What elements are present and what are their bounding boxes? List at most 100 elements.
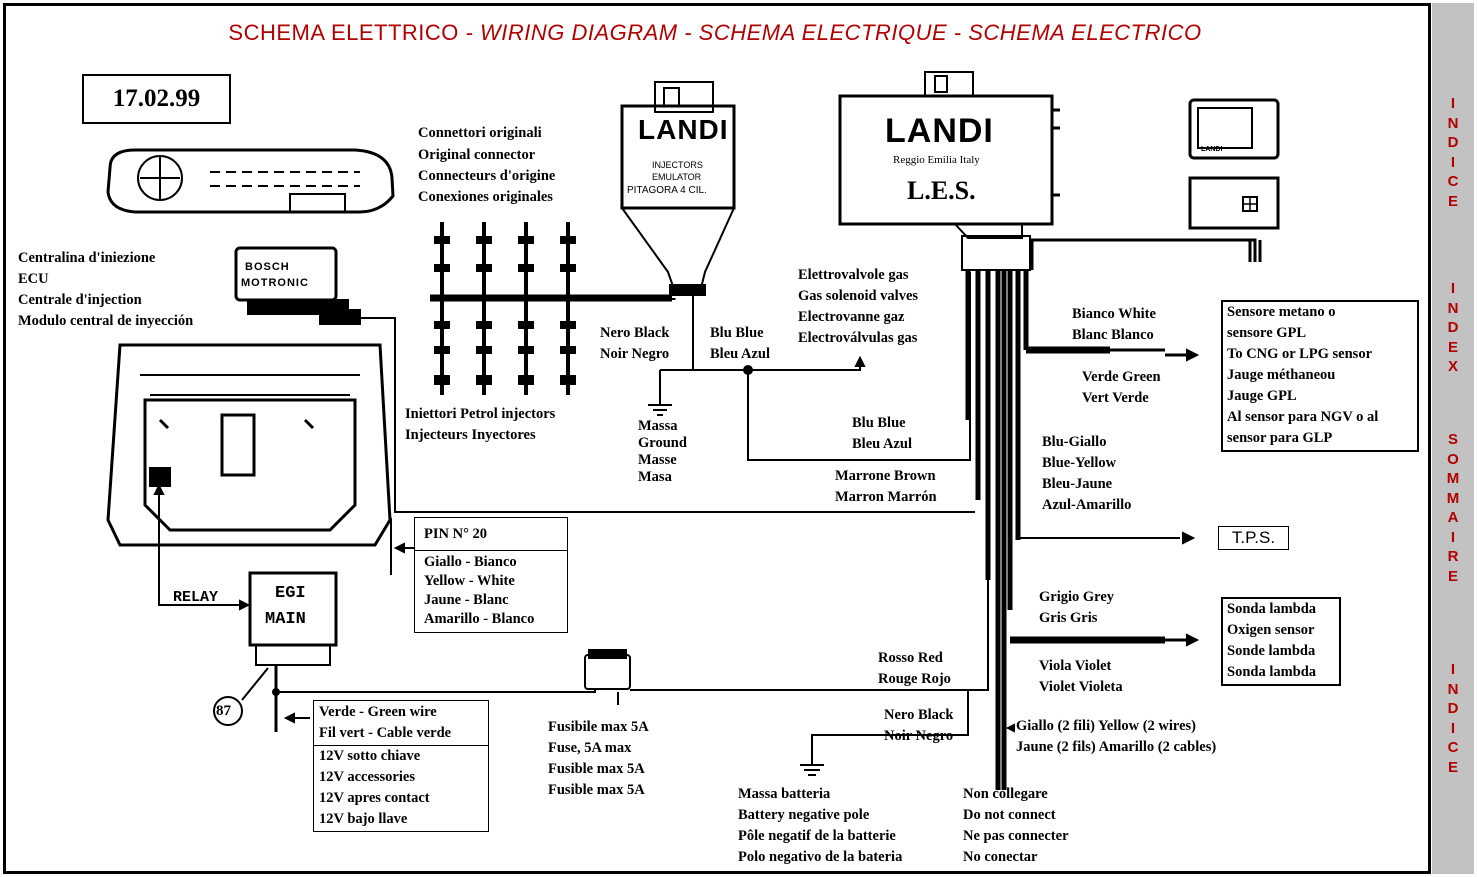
green-line-1: Verde - Green wire (319, 704, 437, 720)
massa-line-1: Massa (638, 418, 678, 434)
green-line-6: 12V bajo llave (319, 811, 408, 827)
bosch-ecu-box (234, 246, 338, 302)
battery-line-4: Polo negativo de la bateria (738, 849, 903, 865)
egi-label: EGI (275, 584, 306, 603)
fuse-line-4: Fusible max 5A (548, 782, 645, 798)
wire-grigio-line-1: Grigio Grey (1039, 589, 1115, 605)
solenoid-line-3: Electrovanne gaz (798, 309, 905, 325)
noconnect-line-2: Do not connect (963, 807, 1056, 823)
battery-line-2: Battery negative pole (738, 807, 870, 823)
pin-87-label: 87 (216, 703, 231, 719)
wire-blu-top-line-1: Blu Blue (710, 325, 764, 341)
wire-grigio-line-2: Gris Gris (1039, 610, 1098, 626)
wire-blu-giallo-line-1: Blu-Giallo (1042, 434, 1107, 450)
injectors-line-1: Iniettori Petrol injectors (405, 406, 556, 422)
wire-blu-top-line-2: Bleu Azul (710, 346, 771, 362)
pin-header: PIN N° 20 (424, 526, 487, 542)
wire-nero-low-line-2: Noir Negro (884, 728, 954, 744)
wire-verde-line-2: Vert Verde (1082, 390, 1149, 406)
wire-marrone-line-2: Marron Marrón (835, 489, 937, 505)
wire-verde-line-1: Verde Green (1082, 369, 1161, 385)
emulator-brand: LANDI (638, 114, 729, 145)
wire-bianco-line-2: Blanc Blanco (1072, 327, 1154, 343)
green-line-2: Fil vert - Cable verde (319, 725, 452, 741)
wire-blu-mid-line-1: Blu Blue (852, 415, 906, 431)
page-title: SCHEMA ELETTRICO - WIRING DIAGRAM - SCHE… (0, 20, 1430, 46)
lambda-line-2: Oxigen sensor (1227, 622, 1315, 638)
wire-nero-line-1: Nero Black (600, 325, 670, 341)
sensor-line-1: Sensore metano o (1227, 304, 1336, 320)
sensor-line-2: sensore GPL (1227, 325, 1307, 341)
sensor-line-3: To CNG or LPG sensor (1227, 346, 1373, 362)
pin-divider (415, 550, 567, 551)
massa-line-3: Masse (638, 452, 677, 468)
pin-box: PIN N° 20 Giallo - Bianco Yellow - White… (414, 517, 568, 633)
green-wire-box: Verde - Green wire Fil vert - Cable verd… (313, 700, 489, 832)
wire-viola-line-1: Viola Violet (1039, 658, 1112, 674)
display-brand: LANDI (1201, 146, 1223, 153)
date-box: 17.02.99 (82, 74, 231, 124)
title-main: SCHEMA ELETTRICO (228, 20, 459, 45)
wire-nero-line-2: Noir Negro (600, 346, 670, 362)
lambda-box: Sonda lambda Oxigen sensor Sonde lambda … (1221, 597, 1341, 686)
lambda-line-1: Sonda lambda (1227, 601, 1317, 617)
relay-module-car (149, 467, 171, 487)
fuse-holder (584, 654, 631, 690)
wire-blu-mid-line-2: Bleu Azul (852, 436, 913, 452)
battery-line-3: Pôle negatif de la batterie (738, 828, 896, 844)
switch-box (1188, 176, 1280, 230)
emulator-line-2: EMULATOR (652, 172, 702, 182)
sensor-line-7: sensor para GLP (1227, 430, 1333, 446)
green-line-5: 12V apres contact (319, 790, 430, 806)
emulator-line-1: INJECTORS (652, 160, 703, 170)
les-city: Reggio Emilia Italy (893, 154, 980, 166)
wire-giallo2-line-1: Giallo (2 fili) Yellow (2 wires) (1016, 718, 1197, 734)
solenoid-line-2: Gas solenoid valves (798, 288, 919, 304)
sensor-line-4: Jauge méthaneou (1227, 367, 1336, 383)
title-sub: - WIRING DIAGRAM - SCHEMA ELECTRIQUE - S… (465, 20, 1202, 45)
ecu-line-1: Centralina d'iniezione (18, 250, 156, 266)
green-line-4: 12V accessories (319, 769, 415, 785)
battery-line-1: Massa batteria (738, 786, 831, 802)
solenoid-line-4: Electroválvulas gas (798, 330, 918, 346)
green-divider (314, 745, 488, 746)
bosch-label: BOSCH (245, 261, 290, 273)
wire-blu-giallo-line-4: Azul-Amarillo (1042, 497, 1132, 513)
sensor-line-5: Jauge GPL (1227, 388, 1297, 404)
diagram-frame (3, 3, 1431, 874)
noconnect-line-3: Ne pas connecter (963, 828, 1069, 844)
sensor-box: Sensore metano o sensore GPL To CNG or L… (1221, 300, 1419, 452)
massa-line-4: Masa (638, 469, 672, 485)
main-label: MAIN (265, 610, 306, 629)
motronic-label: MOTRONIC (241, 277, 309, 289)
wire-rosso-line-2: Rouge Rojo (878, 671, 951, 687)
ecu-line-4: Modulo central de inyección (18, 313, 194, 329)
wire-bianco-line-1: Bianco White (1072, 306, 1156, 322)
les-brand: LANDI (885, 112, 994, 150)
les-box (838, 94, 1054, 226)
green-line-3: 12V sotto chiave (319, 748, 421, 764)
landi-display (1188, 98, 1280, 160)
relay-label: RELAY (173, 589, 219, 606)
massa-line-2: Ground (638, 435, 687, 451)
glovebox (289, 193, 346, 213)
connectors-line-2: Original connector (418, 147, 536, 163)
ecu-line-3: Centrale d'injection (18, 292, 142, 308)
pin-line-2: Yellow - White (424, 573, 515, 589)
fuse-line-1: Fusibile max 5A (548, 719, 649, 735)
fuse-line-3: Fusible max 5A (548, 761, 645, 777)
noconnect-line-1: Non collegare (963, 786, 1048, 802)
les-connector-top (924, 71, 974, 97)
wiring-drawing (106, 71, 1280, 790)
wire-rosso-line-1: Rosso Red (878, 650, 943, 666)
connectors-line-3: Connecteurs d'origine (418, 168, 556, 184)
tps-box: T.P.S. (1218, 526, 1289, 550)
wire-viola-line-2: Violet Violeta (1039, 679, 1123, 695)
connectors-line-4: Conexiones originales (418, 189, 553, 205)
solenoid-line-1: Elettrovalvole gas (798, 267, 909, 283)
